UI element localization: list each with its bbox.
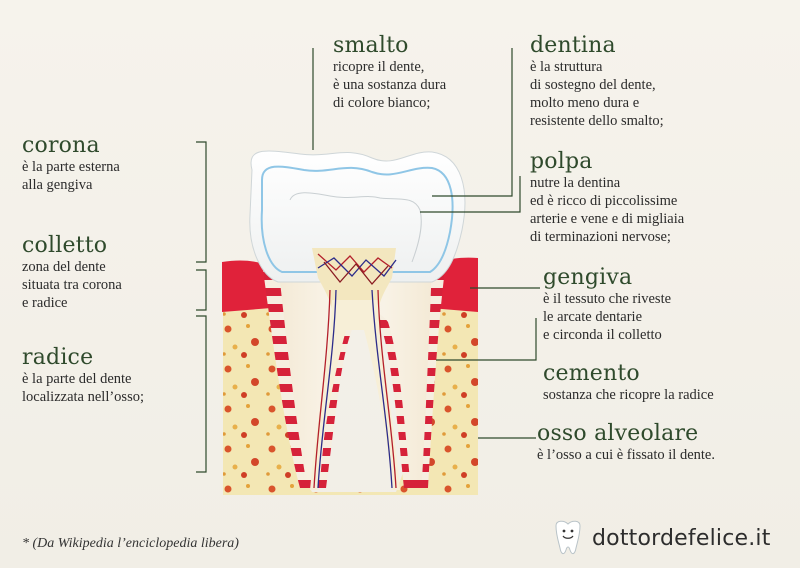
crown-enamel xyxy=(249,150,466,283)
tooth-smile-icon xyxy=(555,520,581,555)
brand-logo: dottordefelice.it xyxy=(548,518,788,558)
label-colletto: colletto zona del dente situata tra coro… xyxy=(22,234,122,312)
radice-desc: è la parte del dente localizzata nell’os… xyxy=(22,371,144,405)
osso-title: osso alveolare xyxy=(537,421,699,446)
gengiva-desc: è il tessuto che riveste le arcate denta… xyxy=(543,291,672,343)
colletto-desc: zona del dente situata tra corona e radi… xyxy=(22,259,122,311)
corona-title: corona xyxy=(22,133,100,158)
label-cemento: cemento sostanza che ricopre la radice xyxy=(543,362,714,404)
smalto-desc: ricopre il dente, è una sostanza dura di… xyxy=(333,59,447,111)
leader-lines xyxy=(196,48,540,473)
corona-desc: è la parte esterna alla gengiva xyxy=(22,159,120,193)
label-dentina: dentina è la struttura di sostegno del d… xyxy=(530,34,664,130)
dentin-inner-line xyxy=(289,192,422,263)
label-osso-alveolare: osso alveolare è l’osso a cui è fissato … xyxy=(537,422,715,464)
polpa-desc: nutre la dentina ed è ricco di piccoliss… xyxy=(530,175,685,245)
osso-desc: è l’osso a cui è fissato il dente. xyxy=(537,447,715,463)
polpa-title: polpa xyxy=(530,149,593,174)
cemento-desc: sostanza che ricopre la radice xyxy=(543,387,714,403)
cemento-title: cemento xyxy=(543,361,640,386)
enamel-dentin-line xyxy=(260,165,454,273)
label-gengiva: gengiva è il tessuto che riveste le arca… xyxy=(543,266,671,344)
nerves-vessels xyxy=(313,253,397,489)
label-polpa: polpa nutre la dentina ed è ricco di pic… xyxy=(530,150,684,246)
dentina-desc: è la struttura di sostegno del dente, mo… xyxy=(530,59,664,129)
label-corona: corona è la parte esterna alla gengiva xyxy=(22,134,120,194)
brand-text: dottordefelice.it xyxy=(592,526,771,551)
label-radice: radice è la parte del dente localizzata … xyxy=(22,346,144,406)
label-smalto: smalto ricopre il dente, è una sostanza … xyxy=(333,34,446,112)
root-dentin xyxy=(278,262,432,480)
colletto-title: colletto xyxy=(22,233,108,258)
smalto-title: smalto xyxy=(333,33,409,58)
gengiva-title: gengiva xyxy=(543,265,633,290)
footnote: * (Da Wikipedia l’enciclopedia libera) xyxy=(22,536,239,551)
radice-title: radice xyxy=(22,345,94,370)
pulp-chamber xyxy=(312,248,396,310)
dentina-title: dentina xyxy=(530,33,616,58)
